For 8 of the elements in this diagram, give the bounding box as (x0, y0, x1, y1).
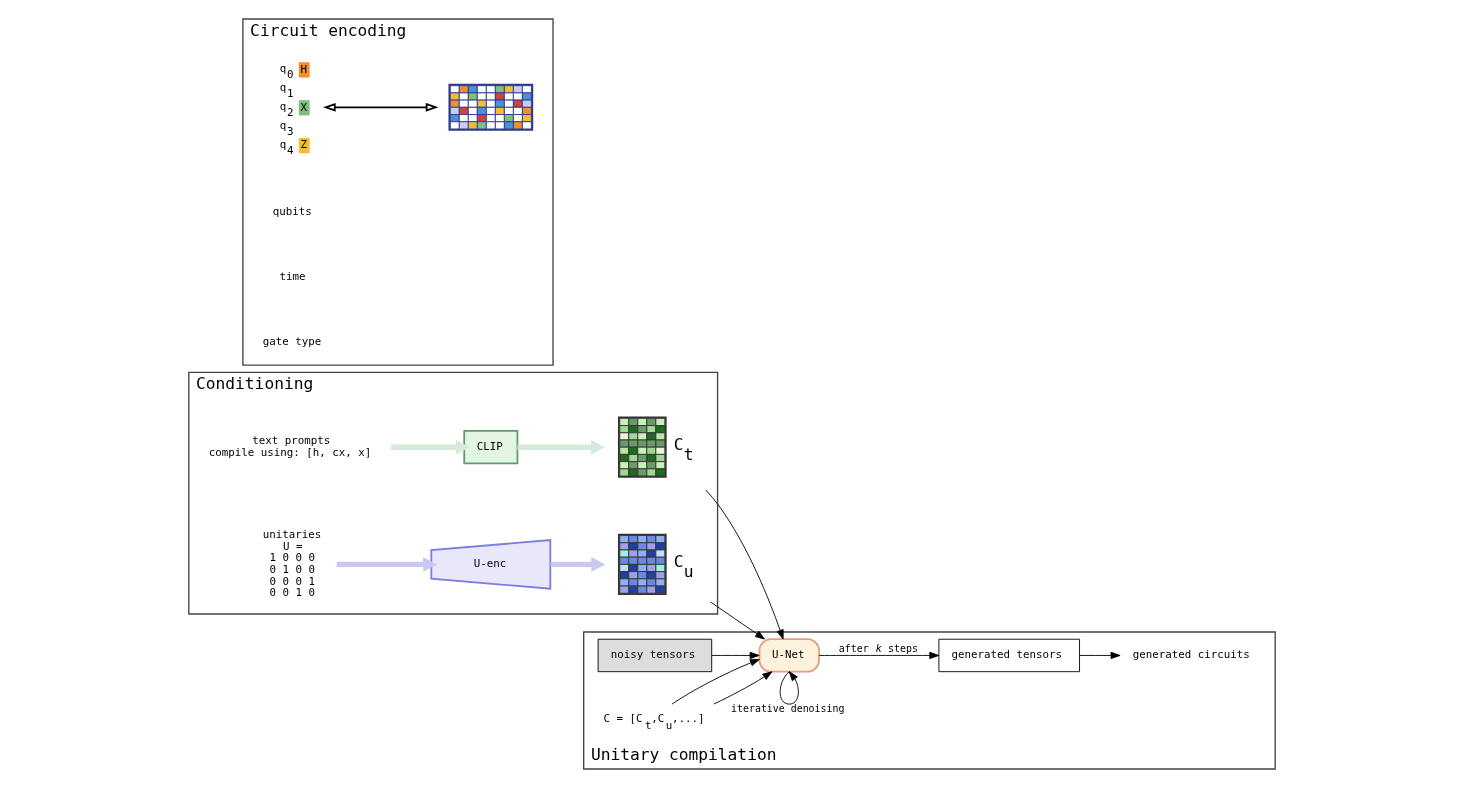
label: gate type (262, 334, 322, 348)
node-text: generated circuits (1132, 648, 1250, 662)
node-text: text prompts compile using: [h, cx, x] (208, 434, 372, 459)
label: qubits (272, 204, 312, 218)
node-text: unitaries U = 1 0 0 0 0 1 0 0 0 0 0 1 0 0 1 0 (262, 527, 322, 600)
label: time (279, 269, 306, 283)
edge-label: iterative denoising (731, 703, 845, 715)
edge-label: after k steps (838, 642, 918, 654)
